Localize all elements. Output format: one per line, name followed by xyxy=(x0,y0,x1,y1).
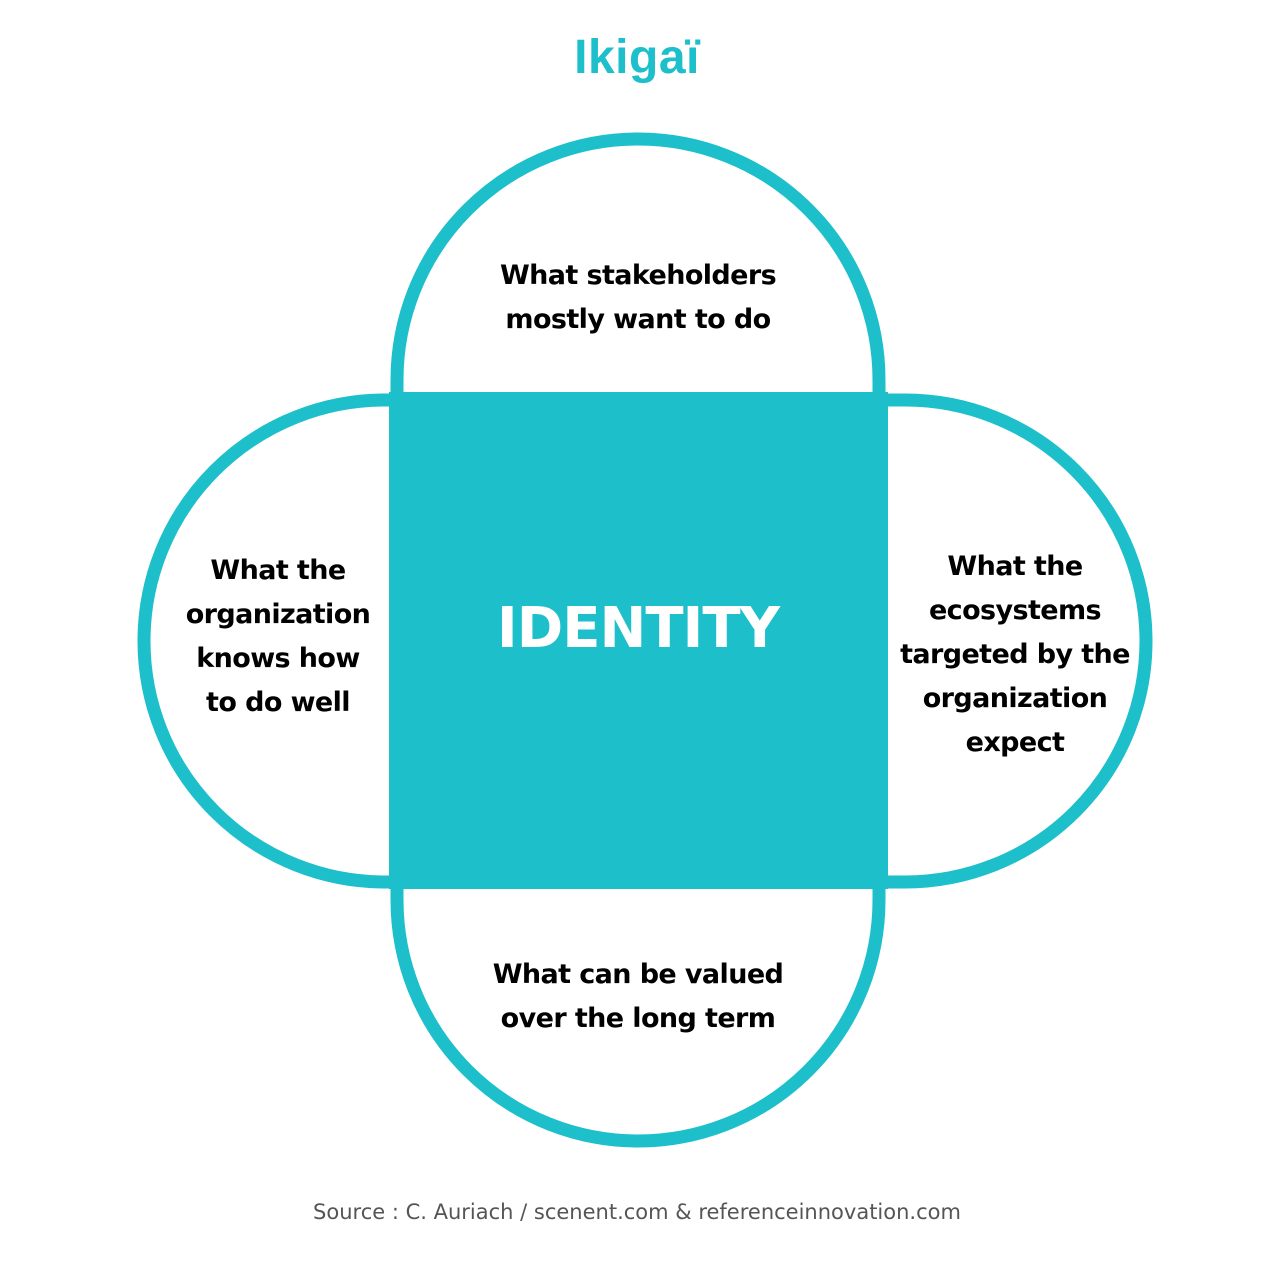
source-caption: Source : C. Auriach / scenent.com & refe… xyxy=(313,1200,961,1224)
petal-right-line: What the xyxy=(947,551,1083,582)
petal-top-line: mostly want to do xyxy=(505,304,771,335)
petal-right-line: expect xyxy=(965,727,1065,758)
petal-right-line: ecosystems xyxy=(928,595,1102,626)
center-label: IDENTITY xyxy=(496,596,780,661)
petal-left-text: What the organization knows how to do we… xyxy=(150,549,406,725)
petal-right-outline xyxy=(884,393,1153,889)
petal-bottom-outline xyxy=(390,885,886,1148)
petal-left-line: organization xyxy=(185,599,371,630)
petal-bottom-line: What can be valued xyxy=(492,959,784,990)
diagram-title: Ikigaï xyxy=(574,31,700,84)
petal-top-outline xyxy=(390,132,886,395)
petal-right-text: What the ecosystems targeted by the orga… xyxy=(882,545,1148,765)
petal-right-line: targeted by the xyxy=(900,639,1130,670)
petal-right-line: organization xyxy=(922,683,1108,714)
petal-left-line: What the xyxy=(210,555,346,586)
petal-left-line: knows how xyxy=(196,643,360,674)
petal-left-line: to do well xyxy=(206,687,351,718)
petal-top-line: What stakeholders xyxy=(499,260,777,291)
petal-bottom-text: What can be valued over the long term xyxy=(393,953,883,1041)
petal-bottom-line: over the long term xyxy=(500,1003,776,1034)
petal-left-outline xyxy=(137,393,392,889)
petal-top-text: What stakeholders mostly want to do xyxy=(393,254,883,342)
center-square xyxy=(389,392,888,889)
